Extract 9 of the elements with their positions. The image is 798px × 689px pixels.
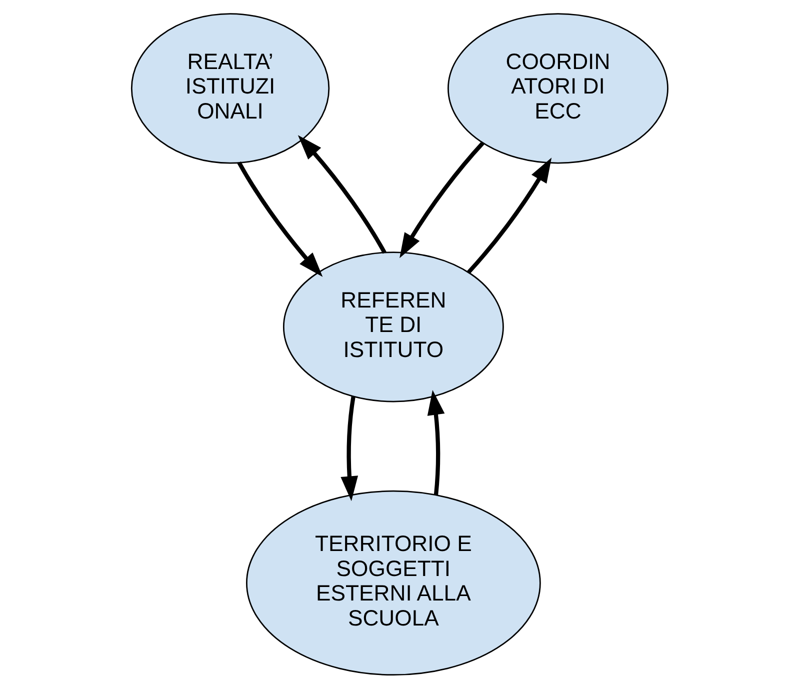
- arrow: [340, 396, 358, 502]
- node-ellipse: REALTA’ ISTITUZI ONALI: [130, 13, 330, 164]
- arrow: [466, 158, 552, 274]
- arrow: [297, 135, 386, 254]
- node-ellipse: TERRITORIO E SOGGETTI ESTERNI ALLA SCUOLA: [246, 490, 540, 676]
- arrow: [236, 161, 322, 277]
- node-ellipse: COORDIN ATORI DI ECC: [447, 13, 668, 164]
- arrow: [426, 390, 444, 496]
- arrow: [399, 141, 484, 258]
